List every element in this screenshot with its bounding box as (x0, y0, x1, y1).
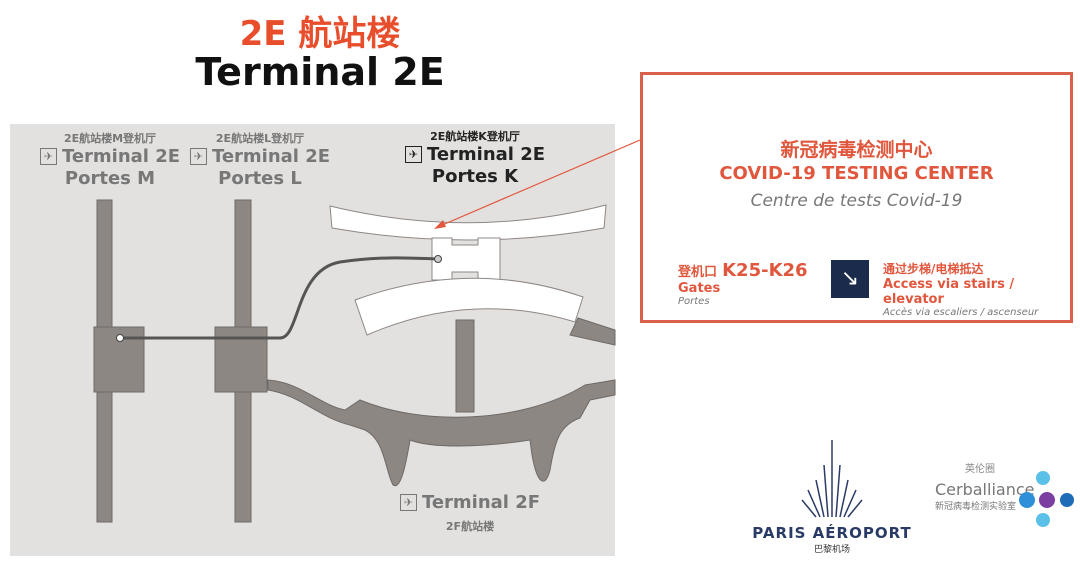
gates-label-fr: Portes (678, 296, 710, 307)
airplane-icon: ✈ (399, 494, 417, 511)
cerballiance-wordmark: Cerballiance (935, 480, 1035, 499)
route-start-marker (116, 334, 124, 342)
covid-testing-center-panel: 新冠病毒检测中心 COVID-19 TESTING CENTER Centre … (640, 72, 1073, 323)
terminal-2f-building (267, 379, 616, 487)
pier-k-lower-wing (354, 277, 584, 336)
route-path (120, 256, 439, 340)
cerballiance-dots-icon (1019, 471, 1074, 527)
panel-title-en: COVID-19 TESTING CENTER (719, 163, 994, 184)
label-gates: Portes M (64, 168, 156, 189)
callout-arrow (439, 139, 641, 227)
gates-label-cn: 登机口 (678, 265, 718, 280)
gates-label-en: Gates (678, 281, 721, 296)
pier-k-stem (455, 319, 475, 413)
pier-k-upper-wing (329, 204, 607, 241)
paris-aeroport-wordmark: PARIS AÉROPORT (752, 524, 912, 542)
connector-right (569, 317, 616, 346)
arrowhead-icon (434, 220, 446, 229)
escalator-icon: ↘ (831, 260, 869, 298)
airplane-icon: ✈ (404, 146, 422, 163)
label-cn: 2E航站楼L登机厅 (215, 132, 305, 145)
route-end-marker (434, 255, 442, 263)
label-en: Terminal 2F (421, 492, 541, 513)
label-en: Terminal 2E (426, 144, 546, 165)
cerballiance-cn: 新冠病毒检测实验室 (935, 502, 1017, 512)
paris-aeroport-emblem (801, 440, 863, 518)
label-cn: 2E航站楼M登机厅 (63, 132, 157, 145)
gates-info: 登机口 K25-K26 Gates Portes (678, 260, 808, 307)
label-en: Terminal 2E (211, 146, 331, 167)
label-gates: Portes K (431, 166, 519, 187)
access-info: 通过步梯/电梯抵达 Access via stairs / elevator A… (883, 260, 1070, 318)
label-cn: 2E航站楼K登机厅 (430, 130, 520, 143)
access-fr: Accès via escaliers / ascenseur (883, 307, 1039, 318)
label-portes-m: 2E航站楼M登机厅 ✈Terminal 2E Portes M (15, 130, 205, 190)
wechat-watermark: 英伦圈 (965, 464, 995, 475)
access-cn: 通过步梯/电梯抵达 (883, 262, 984, 276)
label-portes-l: 2E航站楼L登机厅 ✈Terminal 2E Portes L (165, 130, 355, 190)
airplane-icon: ✈ (39, 148, 57, 165)
label-terminal-2f: ✈Terminal 2F 2F航站楼 (375, 492, 565, 534)
cerballiance-logo: 英伦圈 Cerballiance 新冠病毒检测实验室 (930, 464, 1080, 527)
label-cn: 2F航站楼 (445, 520, 495, 533)
label-portes-k: 2E航站楼K登机厅 ✈Terminal 2E Portes K (380, 128, 570, 188)
paris-aeroport-cn: 巴黎机场 (813, 545, 850, 555)
access-en: Access via stairs / elevator (883, 277, 1015, 307)
gates-value: K25-K26 (722, 260, 808, 281)
airplane-icon: ✈ (189, 148, 207, 165)
page-title-cn: 2E 航站楼 (239, 14, 401, 54)
label-en: Terminal 2E (61, 146, 181, 167)
paris-aeroport-logo: PARIS AÉROPORT 巴黎机场 (752, 435, 912, 555)
page-title: Terminal 2E (195, 50, 445, 94)
label-gates: Portes L (218, 168, 302, 189)
panel-title-cn: 新冠病毒检测中心 (780, 139, 933, 161)
panel-title-fr: Centre de tests Covid-19 (750, 191, 963, 211)
